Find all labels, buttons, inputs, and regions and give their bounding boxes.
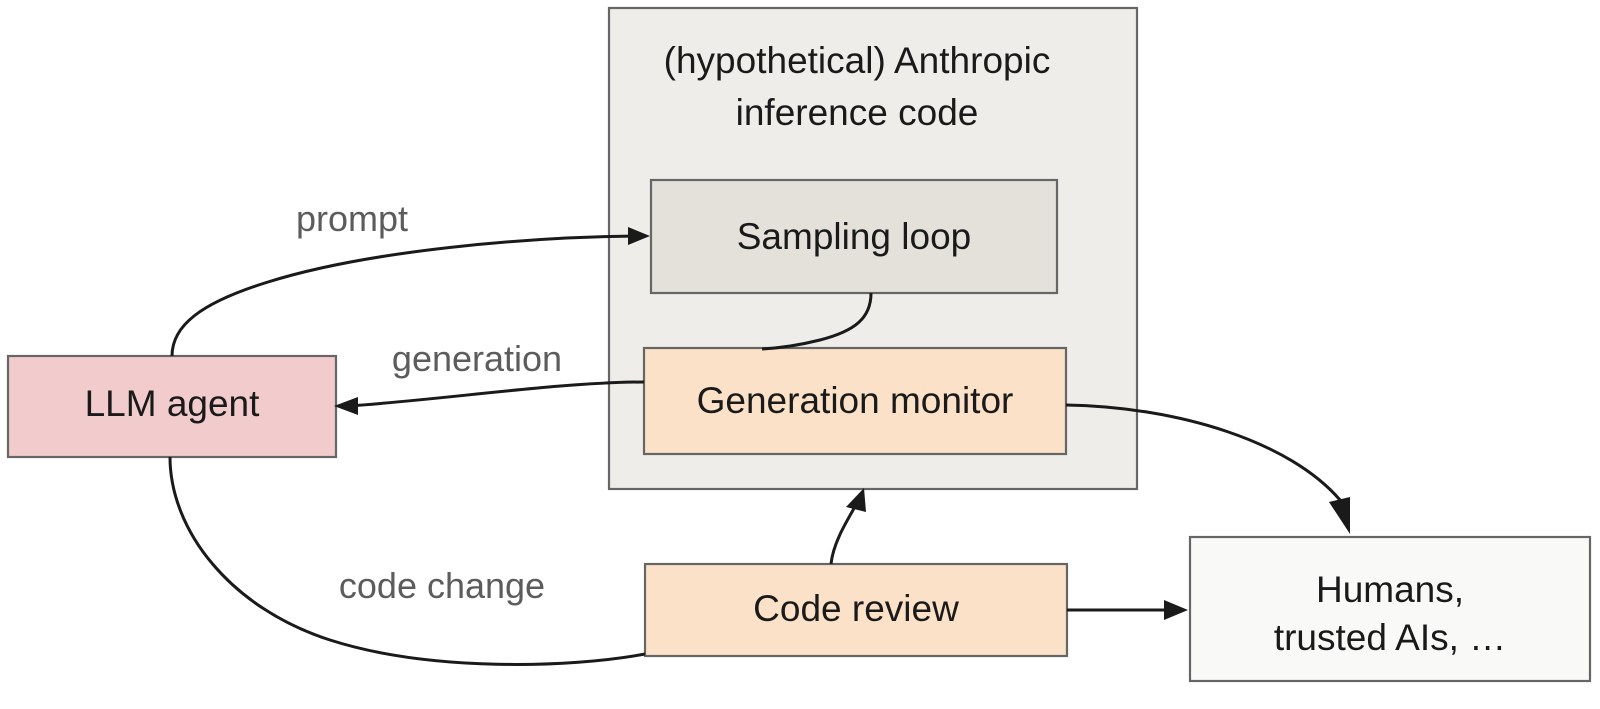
- edge-review-to-humans[interactable]: [1067, 600, 1188, 620]
- edge-monitor-to-humans[interactable]: [1065, 403, 1350, 534]
- node-sampling-loop-rect: [649, 178, 1059, 295]
- node-code-review-label: Code review: [753, 588, 959, 629]
- node-humans-trusted-ais-rect: [1188, 535, 1592, 683]
- edge-generation-label: generation: [392, 338, 562, 379]
- edge-code-change-label: code change: [339, 565, 545, 606]
- edge-review-to-humans-arrowhead: [1164, 600, 1188, 620]
- edge-prompt[interactable]: prompt: [170, 198, 650, 357]
- node-llm-agent[interactable]: LLM agent: [6, 354, 338, 459]
- container-label-line2: inference code: [736, 92, 979, 133]
- edge-monitor-to-humans-arrowhead: [1329, 497, 1350, 534]
- container-label-line1: (hypothetical) Anthropic: [664, 40, 1051, 81]
- edge-monitor-to-humans-path: [1065, 403, 1342, 501]
- edge-prompt-path: [170, 234, 639, 357]
- edge-generation-path: [347, 380, 645, 408]
- edge-sampling-to-monitor[interactable]: [761, 292, 873, 351]
- node-generation-monitor-rect: [642, 346, 1068, 456]
- edge-prompt-label: prompt: [296, 198, 408, 239]
- node-generation-monitor[interactable]: Generation monitor: [642, 346, 1068, 456]
- edge-generation-arrowhead: [334, 397, 358, 415]
- edge-prompt-arrowhead: [628, 227, 650, 245]
- edge-review-to-monitor-path: [829, 504, 858, 565]
- node-humans-trusted-ais-label-line2: trusted AIs, …: [1274, 617, 1506, 658]
- node-llm-agent-label: LLM agent: [85, 383, 261, 424]
- node-code-review[interactable]: Code review: [643, 562, 1069, 658]
- edge-review-to-monitor[interactable]: [829, 488, 866, 565]
- node-sampling-loop[interactable]: Sampling loop: [649, 178, 1059, 295]
- edge-sampling-to-monitor-path: [761, 292, 873, 351]
- edge-code-change-path: [168, 456, 646, 666]
- node-humans-trusted-ais-label-line1: Humans,: [1316, 569, 1464, 610]
- node-code-review-rect: [643, 562, 1069, 658]
- edge-generation[interactable]: generation: [334, 338, 645, 415]
- node-sampling-loop-label: Sampling loop: [737, 216, 971, 257]
- node-humans-trusted-ais[interactable]: Humans, trusted AIs, …: [1188, 535, 1592, 683]
- node-generation-monitor-label: Generation monitor: [697, 380, 1014, 421]
- edge-review-to-monitor-arrowhead: [846, 488, 866, 512]
- edge-code-change[interactable]: code change: [168, 456, 646, 666]
